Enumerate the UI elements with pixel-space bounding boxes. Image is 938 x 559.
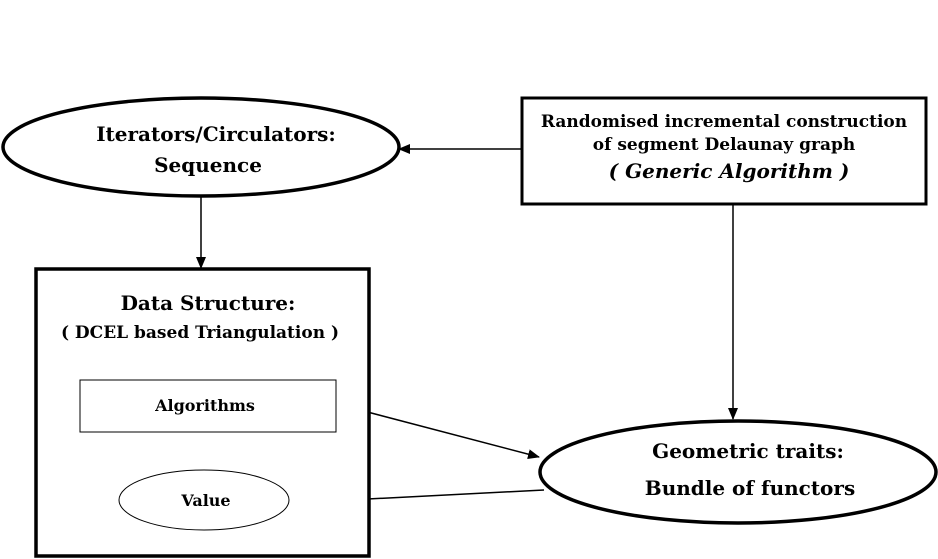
geometric-traits-subtitle: Bundle of functors (645, 476, 855, 500)
value-label: Value (180, 491, 230, 510)
iterators-title: Iterators/Circulators: (96, 122, 336, 146)
iterators-subtitle: Sequence (154, 153, 262, 177)
data-structure-title: Data Structure: (121, 291, 296, 315)
node-geometric-traits: Geometric traits: Bundle of functors (538, 419, 938, 525)
data-structure-subtitle: ( DCEL based Triangulation ) (61, 323, 339, 343)
algorithm-line3: ( Generic Algorithm ) (609, 159, 850, 183)
algorithm-line1: Randomised incremental construction (541, 112, 907, 132)
node-value: Value (118, 469, 290, 531)
geometric-traits-title: Geometric traits: (652, 439, 844, 463)
algorithm-line2: of segment Delaunay graph (593, 135, 855, 155)
node-algorithm: Randomised incremental construction of s… (520, 96, 928, 206)
algorithms-box-label: Algorithms (154, 396, 255, 415)
node-iterators: Iterators/Circulators: Sequence (1, 96, 401, 198)
node-algorithms-box: Algorithms (79, 379, 337, 433)
